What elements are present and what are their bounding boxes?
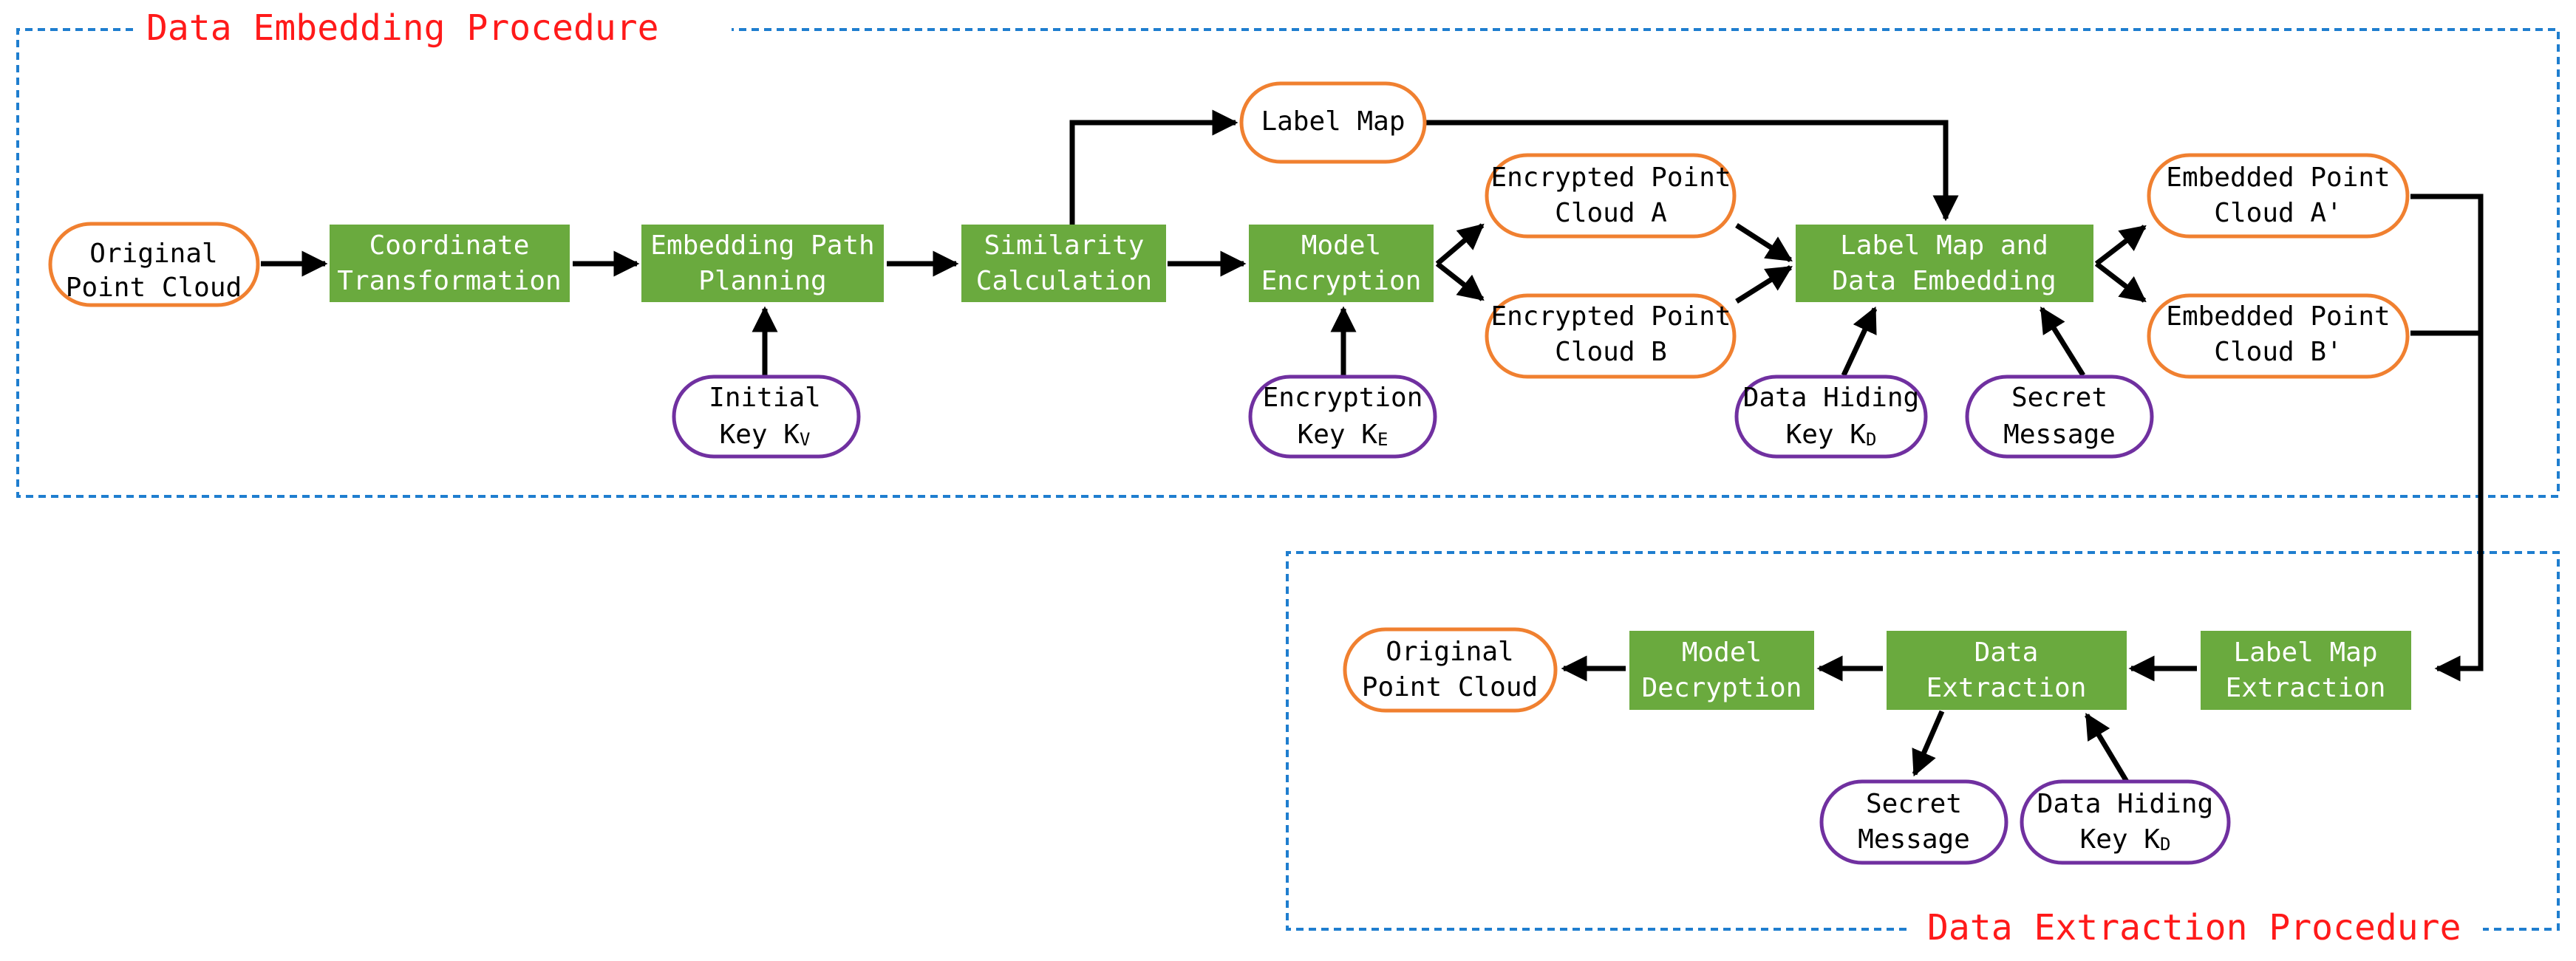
node-line: Similarity xyxy=(984,230,1145,261)
node-line: Key KD xyxy=(2080,824,2171,855)
node-line: Data Embedding xyxy=(1832,266,2056,296)
node-line: Label Map xyxy=(1261,106,1405,137)
node-line: Planning xyxy=(698,266,826,296)
original-point-cloud-output-node: Original Point Cloud xyxy=(1343,627,1558,713)
node-line: Label Map and xyxy=(1840,230,2048,261)
node-line: Embedded Point xyxy=(2166,163,2390,193)
node-line: Label Map xyxy=(2233,637,2377,668)
node-line: Transformation xyxy=(337,266,561,296)
model-decryption-node: Model Decryption xyxy=(1629,631,1814,710)
node-line: Data xyxy=(1974,637,2039,668)
arrow-labelmap-to-embedding xyxy=(1426,120,1959,222)
key-label: Key K xyxy=(720,420,800,450)
node-line: Encryption xyxy=(1263,383,1423,413)
node-line: Calculation xyxy=(976,266,1152,296)
key-subscript: D xyxy=(1866,429,1876,450)
key-subscript: V xyxy=(800,429,810,450)
node-line: Embedded Point xyxy=(2166,301,2390,332)
arrow-secret-to-embedding xyxy=(2040,307,2085,377)
encryption-key-node: Encryption Key KE xyxy=(1248,375,1437,459)
node-line: Cloud A xyxy=(1555,198,1667,228)
arrow-b-to-embedding xyxy=(1735,265,1793,304)
node-line: Original xyxy=(1386,637,1513,667)
arrow-encryption-to-b xyxy=(1435,261,1485,301)
coordinate-transformation-node: Coordinate Transformation xyxy=(330,225,570,302)
data-hiding-key-top-node: Data Hiding Key KD xyxy=(1734,375,1928,459)
node-line: Embedding Path xyxy=(650,230,874,261)
node-line: Encrypted Point xyxy=(1490,163,1731,193)
node-line: Encrypted Point xyxy=(1490,301,1731,332)
arrow-embedding-to-a xyxy=(2094,225,2147,266)
data-extraction-node: Data Extraction xyxy=(1887,631,2127,710)
extraction-frame: Data Extraction Procedure xyxy=(1286,551,2560,948)
label-map-extraction-node: Label Map Extraction xyxy=(2201,631,2411,710)
node-line: Key KV xyxy=(720,420,811,450)
node-line: Key KD xyxy=(1786,420,1877,450)
initial-key-node: Initial Key KV xyxy=(672,375,861,459)
node-line: Secret xyxy=(1866,789,1962,819)
node-line: Encryption xyxy=(1261,266,1422,296)
node-line: Coordinate xyxy=(369,230,530,261)
node-line: Cloud B xyxy=(1555,337,1667,367)
node-line: Message xyxy=(1858,824,1970,855)
arrow-similarity-to-labelmap xyxy=(1069,109,1238,225)
node-line: Model xyxy=(1301,230,1381,261)
original-point-cloud-node: Original Point Cloud xyxy=(48,222,260,307)
similarity-calculation-node: Similarity Calculation xyxy=(961,225,1166,302)
arrow-embedded-to-extraction xyxy=(2410,194,2484,682)
node-line: Cloud A' xyxy=(2214,198,2342,228)
label-map-node: Label Map xyxy=(1239,81,1427,164)
embedded-point-cloud-b-node: Embedded Point Cloud B' xyxy=(2147,293,2410,379)
node-line: Message xyxy=(2003,420,2116,450)
key-subscript: D xyxy=(2160,834,2170,855)
arrow-a-to-embedding xyxy=(1735,223,1793,262)
embedding-frame: Data Embedding Procedure xyxy=(16,7,2560,498)
secret-message-bottom-node: Secret Message xyxy=(1819,779,2008,865)
arrow-hidingkey-to-embedding xyxy=(1841,306,1878,377)
node-line: Extraction xyxy=(1926,673,2087,703)
key-label: Key K xyxy=(2080,824,2161,855)
node-line: Data Hiding xyxy=(1743,383,1919,413)
node-line: Key KE xyxy=(1298,420,1388,450)
node-line: Initial xyxy=(709,383,821,413)
data-hiding-key-bottom-node: Data Hiding Key KD xyxy=(2020,779,2231,865)
key-label: Key K xyxy=(1298,420,1378,450)
node-line: Point Cloud xyxy=(1362,672,1538,702)
encrypted-point-cloud-b-node: Encrypted Point Cloud B xyxy=(1485,293,1737,379)
embedding-path-planning-node: Embedding Path Planning xyxy=(641,225,884,302)
node-line: Extraction xyxy=(2226,673,2386,703)
extraction-title: Data Extraction Procedure xyxy=(1927,907,2461,948)
connectors xyxy=(261,109,2484,783)
node-line: Cloud B' xyxy=(2214,337,2342,367)
key-label: Key K xyxy=(1786,420,1867,450)
node-line: Secret xyxy=(2011,383,2108,413)
node-line: Original xyxy=(89,239,217,269)
arrow-hidingkey-to-dataextract xyxy=(2084,712,2130,783)
key-subscript: E xyxy=(1377,429,1388,450)
node-line: Decryption xyxy=(1642,673,1802,703)
arrow-dataextract-to-secret xyxy=(1912,710,1945,777)
embedding-title: Data Embedding Procedure xyxy=(146,7,659,49)
node-line: Point Cloud xyxy=(66,273,242,303)
label-map-data-embedding-node: Label Map and Data Embedding xyxy=(1796,225,2093,302)
node-line: Model xyxy=(1682,637,1762,668)
model-encryption-node: Model Encryption xyxy=(1249,225,1434,302)
arrow-encryption-to-a xyxy=(1435,223,1485,266)
secret-message-top-node: Secret Message xyxy=(1965,375,2154,459)
node-line: Data Hiding xyxy=(2037,789,2213,819)
encrypted-point-cloud-a-node: Encrypted Point Cloud A xyxy=(1485,153,1737,239)
embedded-point-cloud-a-node: Embedded Point Cloud A' xyxy=(2147,153,2410,239)
arrow-embedding-to-b xyxy=(2094,261,2147,303)
